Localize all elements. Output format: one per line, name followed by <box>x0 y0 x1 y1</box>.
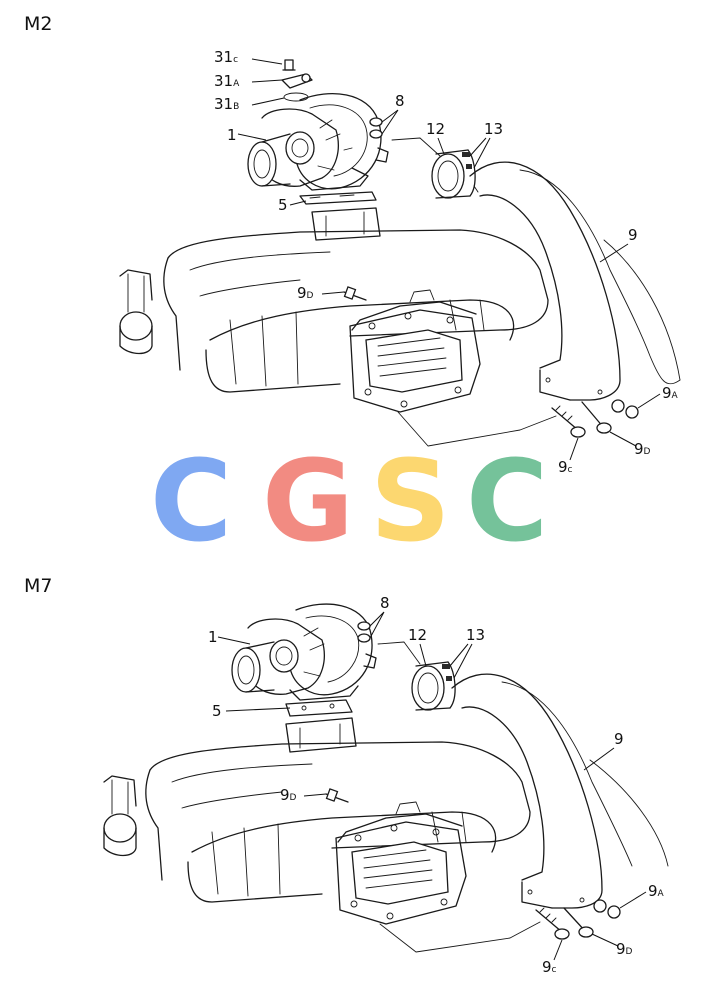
callout-8-bottom: 8 <box>380 594 390 612</box>
gasket-5-bottom <box>285 699 353 717</box>
clamp-12-top <box>431 149 476 199</box>
callout-1-bottom: 1 <box>208 628 218 646</box>
callout-5-bottom: 5 <box>212 702 222 720</box>
assembly-line-bottom-2 <box>379 921 541 953</box>
exhaust-manifold-top <box>119 207 549 393</box>
callout-9d2-top: 9D <box>634 440 651 458</box>
model-label-m7: M7 <box>24 575 52 597</box>
callout-9d2-bottom: 9D <box>616 940 633 958</box>
clamp-12-bottom <box>411 661 456 711</box>
callout-31b-top: 31B <box>214 95 239 113</box>
callout-9d-top: 9D <box>297 284 314 302</box>
callout-9c-bottom: 9c <box>542 958 557 976</box>
callout-1-top: 1 <box>227 126 237 144</box>
callout-9d-bottom: 9D <box>280 786 297 804</box>
turbocharger-bottom <box>231 603 377 701</box>
exhaust-manifold-bottom <box>103 717 531 903</box>
callout-9-bottom: 9 <box>614 730 624 748</box>
watermark-letter-c2: C <box>466 437 548 567</box>
callout-8-top: 8 <box>395 92 405 110</box>
cgsc-watermark: C G S C <box>150 437 548 567</box>
callout-9a-bottom: 9A <box>648 882 665 900</box>
washers-8-top <box>369 117 383 139</box>
callout-9-top: 9 <box>628 226 638 244</box>
callout-31c-top: 31c <box>214 48 238 66</box>
assembly-line-top-1 <box>391 137 441 157</box>
callouts-top: 31c 31A 31B 1 8 12 13 5 9 9D 9A 9D 9c <box>214 48 679 476</box>
callout-12-top: 12 <box>426 120 445 138</box>
callout-9a-top: 9A <box>662 384 679 402</box>
exhaust-pipe-9-top <box>469 161 681 401</box>
assembly-line-top-2 <box>397 411 557 447</box>
watermark-letter-g: G <box>262 437 354 567</box>
bolts-bottom <box>325 788 621 940</box>
washers-8-bottom <box>357 621 371 643</box>
turbocharger-top <box>247 92 389 191</box>
callout-31a-top: 31A <box>214 72 240 90</box>
exhaust-pipe-9-bottom <box>451 673 669 909</box>
watermark-letter-s: S <box>370 437 451 567</box>
oil-pipe-fitting-top <box>281 59 313 102</box>
bolts-top <box>343 286 639 438</box>
model-label-m2: M2 <box>24 13 52 35</box>
callout-13-bottom: 13 <box>466 626 485 644</box>
watermark-letter-c1: C <box>150 437 232 567</box>
callout-9c-top: 9c <box>558 458 573 476</box>
callout-12-bottom: 12 <box>408 626 427 644</box>
callouts-bottom: 8 1 12 13 5 9 9D 9A 9D 9c <box>208 594 665 976</box>
gear-case-bottom <box>335 801 467 925</box>
gasket-5-top <box>299 191 377 205</box>
callout-5-top: 5 <box>278 196 288 214</box>
assembly-line-bottom-1 <box>377 641 421 665</box>
gear-case-top <box>349 289 481 413</box>
callout-13-top: 13 <box>484 120 503 138</box>
